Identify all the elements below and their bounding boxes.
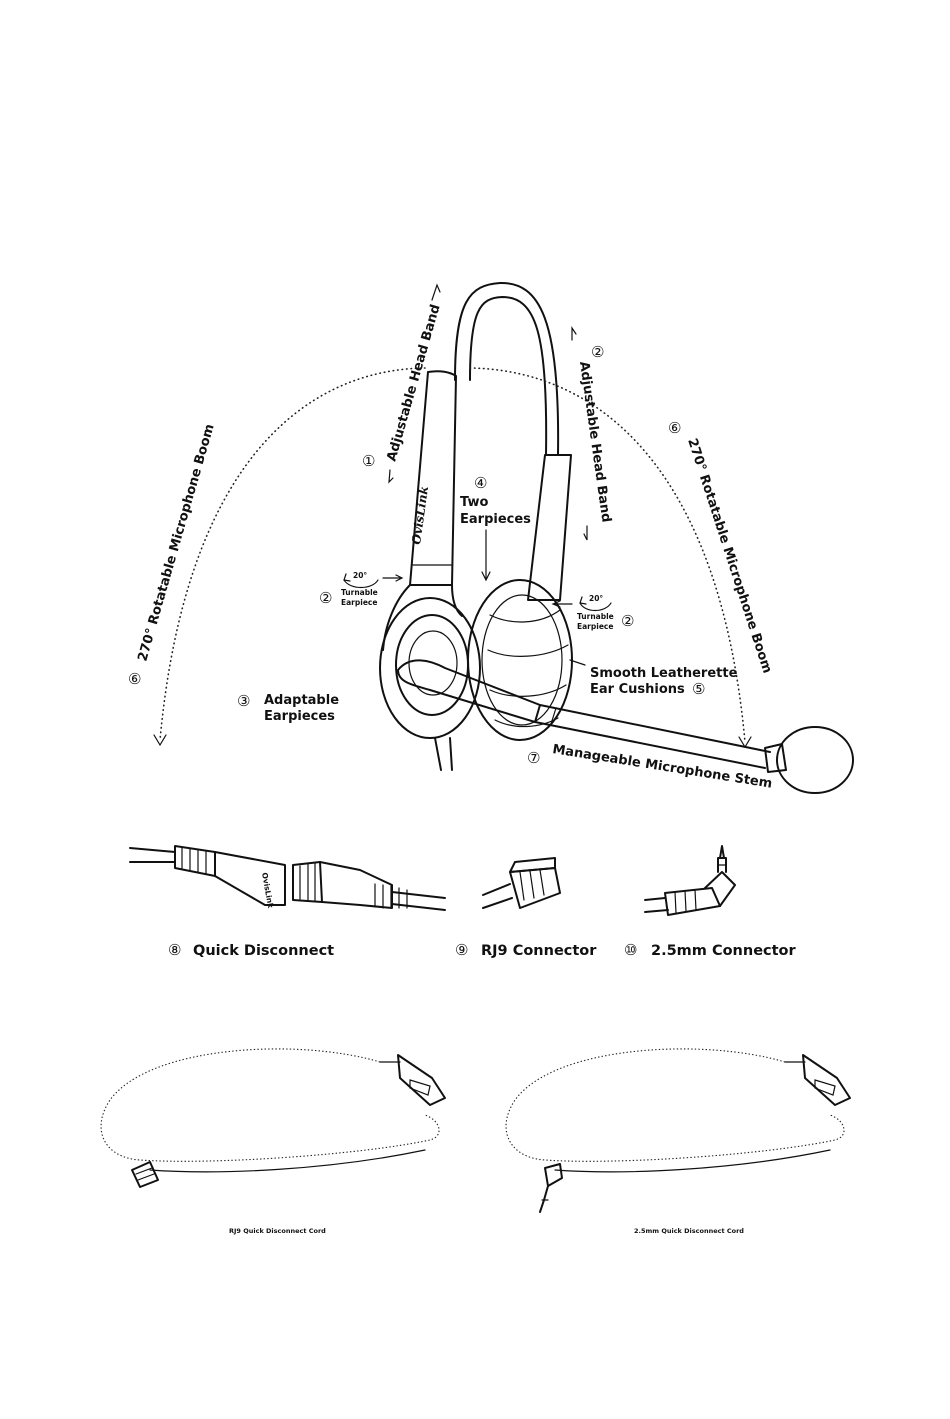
headband-right-arrow-down [583,525,588,541]
caption-25mm-cord: 2.5mm Quick Disconnect Cord [634,1227,744,1235]
mm25-connector-illustration [644,845,736,916]
label-adjustable-headband-left: Adjustable Head Band [384,303,443,463]
label-adaptable: Adaptable [264,693,339,708]
label-two: Two [460,495,488,510]
number-1: ① [362,452,375,470]
number-3: ③ [237,692,250,710]
number-4: ④ [474,474,487,492]
left-arc-arrowhead [153,734,167,747]
left-rotation-arc [159,367,426,741]
number-2-top: ② [591,343,604,361]
turn-left-line2: Earpiece [341,598,377,607]
number-7: ⑦ [527,749,540,767]
headband-left-arrow-up [431,283,441,301]
label-boom-left: 270° Rotatable Microphone Boom [135,422,217,663]
label-adaptable-earpieces: Earpieces [264,709,335,724]
turn-right-arrow [551,600,573,608]
label-25mm-connector: 2.5mm Connector [651,943,797,959]
turn-right-line1: Turnable [577,612,614,621]
label-quick-disconnect: Quick Disconnect [193,943,334,959]
turn-left-degrees: 20° [353,571,367,580]
headset-illustration: OvisLink [379,281,854,794]
rj9-quick-disconnect-cord [100,1048,446,1188]
number-6-right: ⑥ [668,419,681,437]
label-earpieces: Earpieces [460,512,531,527]
number-8: ⑧ [168,941,181,959]
label-smooth-leatherette: Smooth Leatherette [590,666,738,681]
number-6-left: ⑥ [128,670,141,688]
caption-rj9-cord: RJ9 Quick Disconnect Cord [229,1227,326,1235]
number-2-left: ② [319,589,332,607]
turn-right-rotate-icon [579,596,612,612]
right-rotation-arc [469,367,746,743]
label-boom-right: 270° Rotatable Microphone Boom [684,437,774,676]
cushion-arrow [569,659,586,666]
turn-right-degrees: 20° [589,594,603,603]
turn-left-rotate-icon [343,573,379,589]
label-microphone-stem: Manageable Microphone Stem [551,742,773,792]
headband-left-arrow-down [388,469,394,484]
headband-right-arrow-up [571,326,577,341]
turn-left-line1: Turnable [341,588,378,597]
label-rj9-connector: RJ9 Connector [481,943,597,959]
brand-logo: OvisLink [409,485,431,545]
number-9: ⑨ [455,941,468,959]
turn-right-line2: Earpiece [577,622,613,631]
two-earpieces-arrow [481,529,491,582]
number-2-right: ② [621,612,634,630]
right-arc-arrowhead [738,736,752,749]
number-10: ⑩ [624,941,637,959]
rj9-connector-illustration [482,857,561,909]
turn-left-arrow [382,574,404,582]
mm25-quick-disconnect-cord [505,1048,851,1213]
number-5: ⑤ [692,680,705,698]
label-ear-cushions: Ear Cushions [590,682,685,697]
quick-disconnect-illustration: OvisLink [129,845,446,911]
label-adjustable-headband-right: Adjustable Head Band [576,360,613,523]
